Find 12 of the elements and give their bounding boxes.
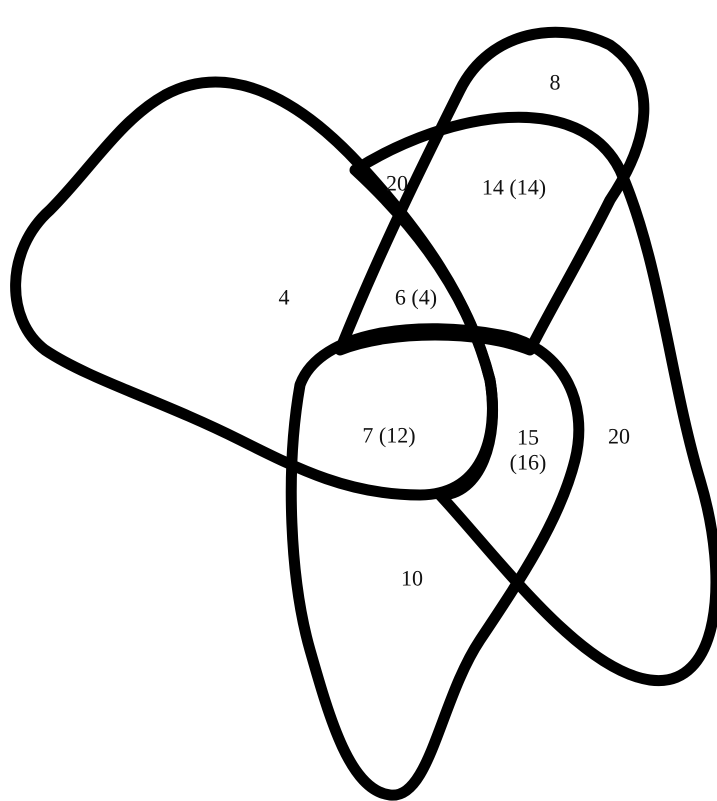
region-count: 7 (12): [362, 422, 416, 448]
region-count: 6 (4): [394, 284, 438, 310]
region-count: 15 (16): [508, 424, 548, 476]
region-count: 4: [278, 284, 290, 310]
region-count: 8: [550, 69, 560, 95]
region-count: 14 (14): [482, 174, 546, 200]
region-count: 20: [386, 170, 408, 196]
set-outline: [286, 323, 584, 800]
set-outline: [334, 26, 650, 356]
region-count: 10: [401, 565, 423, 591]
region-count: 20: [608, 423, 630, 449]
set-outline: [350, 112, 717, 686]
